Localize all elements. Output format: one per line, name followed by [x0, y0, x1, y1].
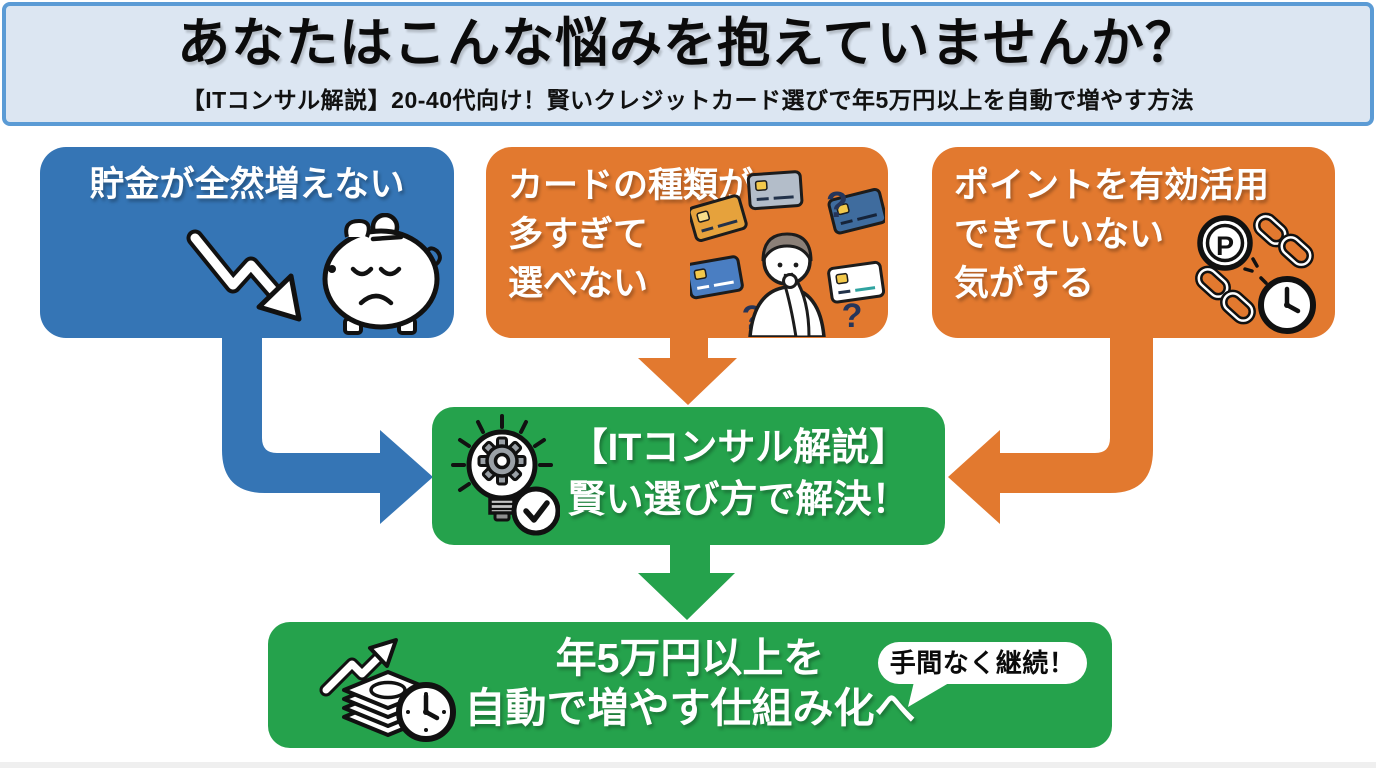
problem-box-savings: 貯金が全然増えない	[40, 147, 454, 338]
money-stack-growth-clock-icon	[319, 638, 456, 742]
blue-elbow-arrow	[222, 330, 433, 524]
gear-icon	[477, 436, 527, 486]
bottom-edge-strip	[0, 762, 1376, 768]
credit-card-icon	[827, 187, 885, 235]
credit-card-icon	[690, 194, 748, 242]
problem-text-line: できていない	[954, 215, 1165, 254]
declining-arrow-sad-piggy-bank-icon	[186, 213, 442, 335]
problem-box-points-unused: ポイントを有効活用 できていない 気がする P	[932, 147, 1335, 338]
problem-text-line: ポイントを有効活用	[954, 166, 1270, 205]
idea-rays-icon	[451, 414, 553, 492]
piggy-bank-icon	[322, 213, 442, 335]
problem-text: 貯金が全然増えない	[89, 165, 405, 204]
question-mark-icon: ?	[842, 297, 863, 335]
confused-person-credit-cards-icon: ? ? ?	[690, 170, 885, 337]
thinking-person-icon	[748, 232, 826, 337]
problem-text-line: 多すぎて	[508, 215, 649, 254]
question-mark-icon: ?	[826, 184, 848, 225]
credit-card-icon	[690, 255, 744, 300]
declining-arrow-icon	[186, 229, 302, 322]
clock-icon	[1258, 276, 1316, 334]
problem-text-line: カードの種類が	[508, 166, 754, 205]
outcome-box: 年5万円以上を 自動で増やす仕組み化へ	[268, 622, 1112, 748]
credit-card-icon	[746, 170, 804, 211]
effortless-badge: 手間なく継続！	[878, 642, 1087, 684]
check-badge-icon	[511, 486, 560, 536]
page-title: あなたはこんな悩みを抱えていませんか？	[177, 14, 1199, 74]
credit-card-icon	[827, 260, 885, 304]
broken-chain-icon	[1195, 212, 1314, 325]
break-spark-icon	[1243, 257, 1268, 285]
page-subtitle: 【ITコンサル解説】20-40代向け！賢いクレジットカード選びで年5万円以上を自…	[181, 86, 1195, 113]
orange-down-arrow	[638, 330, 737, 405]
outcome-text-line: 自動で増やす仕組み化へ	[464, 685, 916, 731]
point-coin-icon: P	[1197, 215, 1253, 271]
point-coin-broken-chain-clock-icon: P	[1195, 212, 1316, 334]
orange-elbow-arrow	[948, 330, 1153, 524]
outcome-text-line: 年5万円以上を	[555, 635, 825, 681]
coin-letter: P	[1216, 231, 1234, 261]
solution-text-line: 賢い選び方で解決！	[567, 479, 910, 521]
lightbulb-gear-check-icon	[451, 414, 560, 536]
header-banner: あなたはこんな悩みを抱えていませんか？ 【ITコンサル解説】20-40代向け！賢…	[2, 2, 1374, 126]
solution-box: 【ITコンサル解説】 賢い選び方で解決！	[432, 407, 945, 545]
green-down-arrow	[638, 540, 735, 620]
growth-arrow-icon	[319, 638, 398, 697]
solution-text-line: 【ITコンサル解説】	[569, 427, 908, 469]
clock-icon	[396, 682, 456, 742]
problem-text-line: 気がする	[954, 264, 1095, 303]
problem-box-too-many-cards: カードの種類が 多すぎて 選べない	[486, 147, 888, 338]
problem-text-line: 選べない	[508, 264, 649, 303]
